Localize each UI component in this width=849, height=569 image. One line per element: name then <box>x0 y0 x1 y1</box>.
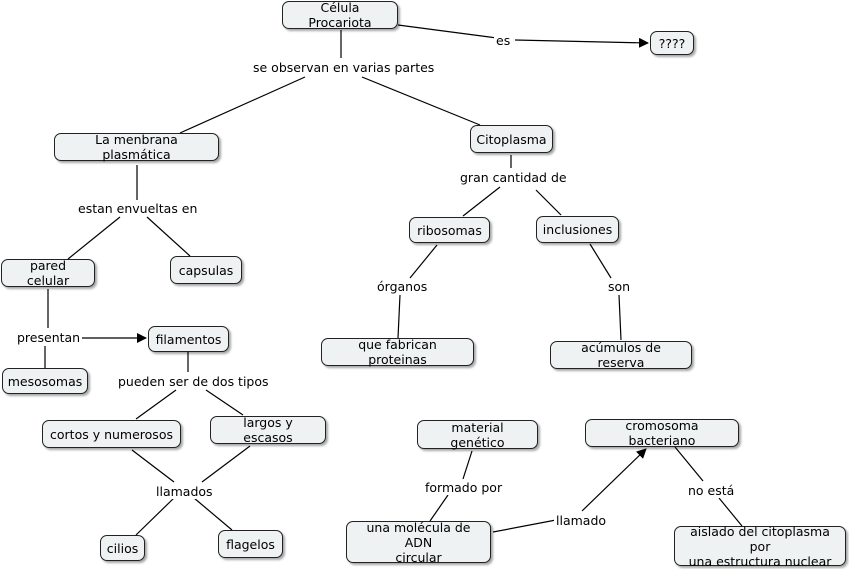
line-adn-llamado <box>492 519 557 533</box>
node-mesosomas[interactable]: mesosomas <box>2 368 88 394</box>
line-llamados-flagelos <box>193 497 233 531</box>
line-gran-inclusiones <box>535 189 562 216</box>
line-observan-citoplasma <box>361 76 481 126</box>
label-no-esta: no está <box>686 483 737 498</box>
line-organos-proteinas <box>397 294 401 339</box>
label-llamados: llamados <box>154 484 215 499</box>
node-cromosoma-bacteriano[interactable]: cromosoma bacteriano <box>585 418 739 448</box>
line-es-unknown <box>514 37 649 48</box>
label-organos: órganos <box>375 279 430 294</box>
label-formado-por: formado por <box>423 480 505 495</box>
node-ribosomas[interactable]: ribosomas <box>409 217 490 243</box>
line-gran-ribosomas <box>462 186 501 217</box>
line-envueltas-capsulas <box>146 216 191 257</box>
line-cortos-llamados <box>131 449 175 483</box>
line-ribosomas-organos <box>409 244 438 279</box>
node-molecula-adn[interactable]: una molécula de ADN circular <box>346 520 491 565</box>
line-observan-membrana <box>179 76 306 134</box>
line-cromosoma-no-esta <box>674 446 704 482</box>
node-inclusiones[interactable]: inclusiones <box>536 216 619 243</box>
node-material-genetico[interactable]: material genético <box>417 420 538 450</box>
node-acumulos-de-reserva[interactable]: acúmulos de reserva <box>550 340 692 370</box>
line-envueltas-pared <box>67 216 121 260</box>
label-gran-cantidad: gran cantidad de <box>458 170 569 185</box>
line-no-esta-aislado <box>718 497 743 527</box>
node-filamentos[interactable]: filamentos <box>148 326 229 352</box>
node-membrana-plasmatica[interactable]: La menbrana plasmática <box>54 132 219 162</box>
node-citoplasma[interactable]: Citoplasma <box>470 125 553 153</box>
line-formado-adn <box>429 494 449 522</box>
label-presentan: presentan <box>15 330 83 345</box>
node-celula-procariota[interactable]: Célula Procariota <box>282 0 398 30</box>
line-dos-tipos-cortos <box>135 389 177 420</box>
node-cilios[interactable]: cilios <box>100 535 145 561</box>
node-pared-celular[interactable]: pared celular <box>1 258 95 288</box>
line-material-formado <box>462 450 473 480</box>
line-dos-tipos-largos <box>205 389 244 416</box>
node-capsulas[interactable]: capsulas <box>170 256 242 284</box>
label-son: son <box>606 279 633 294</box>
label-pueden-ser: pueden ser de dos tipos <box>116 374 271 389</box>
node-que-fabrican-proteinas[interactable]: que fabrican proteinas <box>321 337 474 367</box>
line-llamado-cromosoma <box>581 448 647 512</box>
line-inclusiones-son <box>589 243 612 279</box>
line-celula-es <box>397 24 498 39</box>
node-cortos-y-numerosos[interactable]: cortos y numerosos <box>42 420 181 448</box>
node-unknown[interactable]: ???? <box>650 31 694 55</box>
line-largos-llamados <box>201 445 251 483</box>
label-estan-envueltas: estan envueltas en <box>76 201 200 216</box>
label-se-observan: se observan en varias partes <box>251 60 437 75</box>
node-largos-y-escasos[interactable]: largos y escasos <box>210 415 326 445</box>
label-llamado: llamado <box>554 513 609 528</box>
label-es: es <box>494 33 513 48</box>
line-llamados-cilios <box>135 497 175 536</box>
node-aislado-del-citoplasma[interactable]: aislado del citoplasma por una estructur… <box>674 524 846 569</box>
node-flagelos[interactable]: flagelos <box>218 530 283 558</box>
line-son-acumulos <box>618 294 622 341</box>
